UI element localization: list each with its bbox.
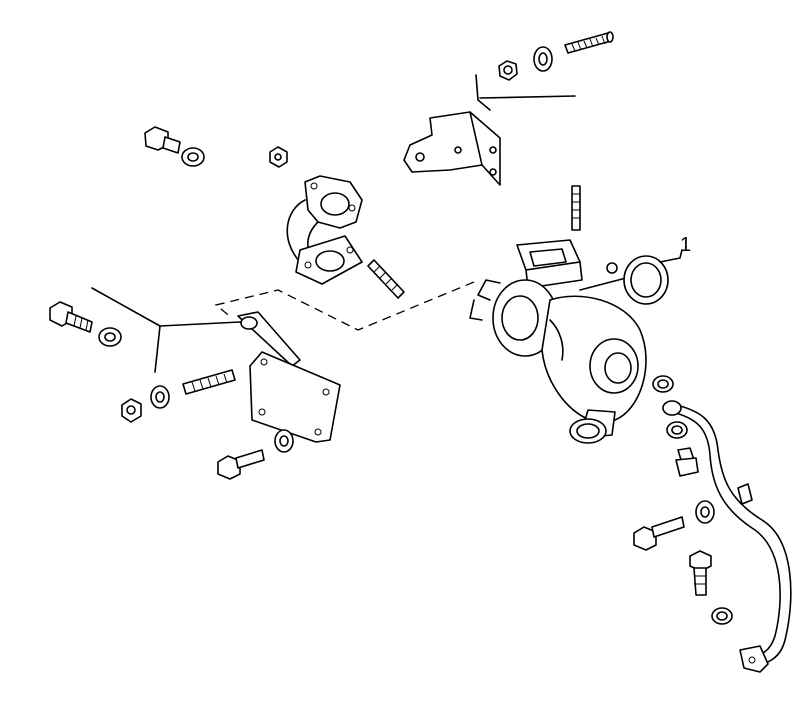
lower-left-washer: [150, 385, 170, 409]
plate-bolt: [217, 449, 265, 480]
banjo-bolt: [675, 447, 699, 477]
exhaust-elbow: [286, 175, 363, 285]
left-washer: [98, 327, 122, 347]
plate-washer: [274, 429, 294, 453]
right-washer-4: [711, 607, 733, 625]
top-left-bolt: [144, 126, 181, 154]
left-bolt: [49, 301, 93, 333]
top-stud: [564, 31, 614, 54]
heat-shield-plate: [237, 311, 341, 443]
top-washer: [533, 46, 553, 72]
vertical-bolt: [689, 550, 712, 596]
support-bracket: [403, 74, 576, 186]
right-washer-1: [652, 375, 674, 393]
oil-return-pipe: [662, 400, 792, 673]
right-bolt: [633, 516, 685, 551]
lower-left-nut: [121, 398, 142, 423]
callout-turbocharger-label: 1: [680, 234, 692, 256]
top-nut: [498, 60, 518, 81]
right-washer-2: [666, 421, 688, 439]
elbow-stud: [367, 259, 405, 299]
left-leader: [91, 287, 241, 373]
lower-left-stud: [182, 369, 236, 395]
turbocharger: [469, 185, 683, 444]
right-washer-3: [695, 500, 715, 524]
top-left-washer: [181, 147, 205, 167]
small-nut: [269, 146, 288, 168]
